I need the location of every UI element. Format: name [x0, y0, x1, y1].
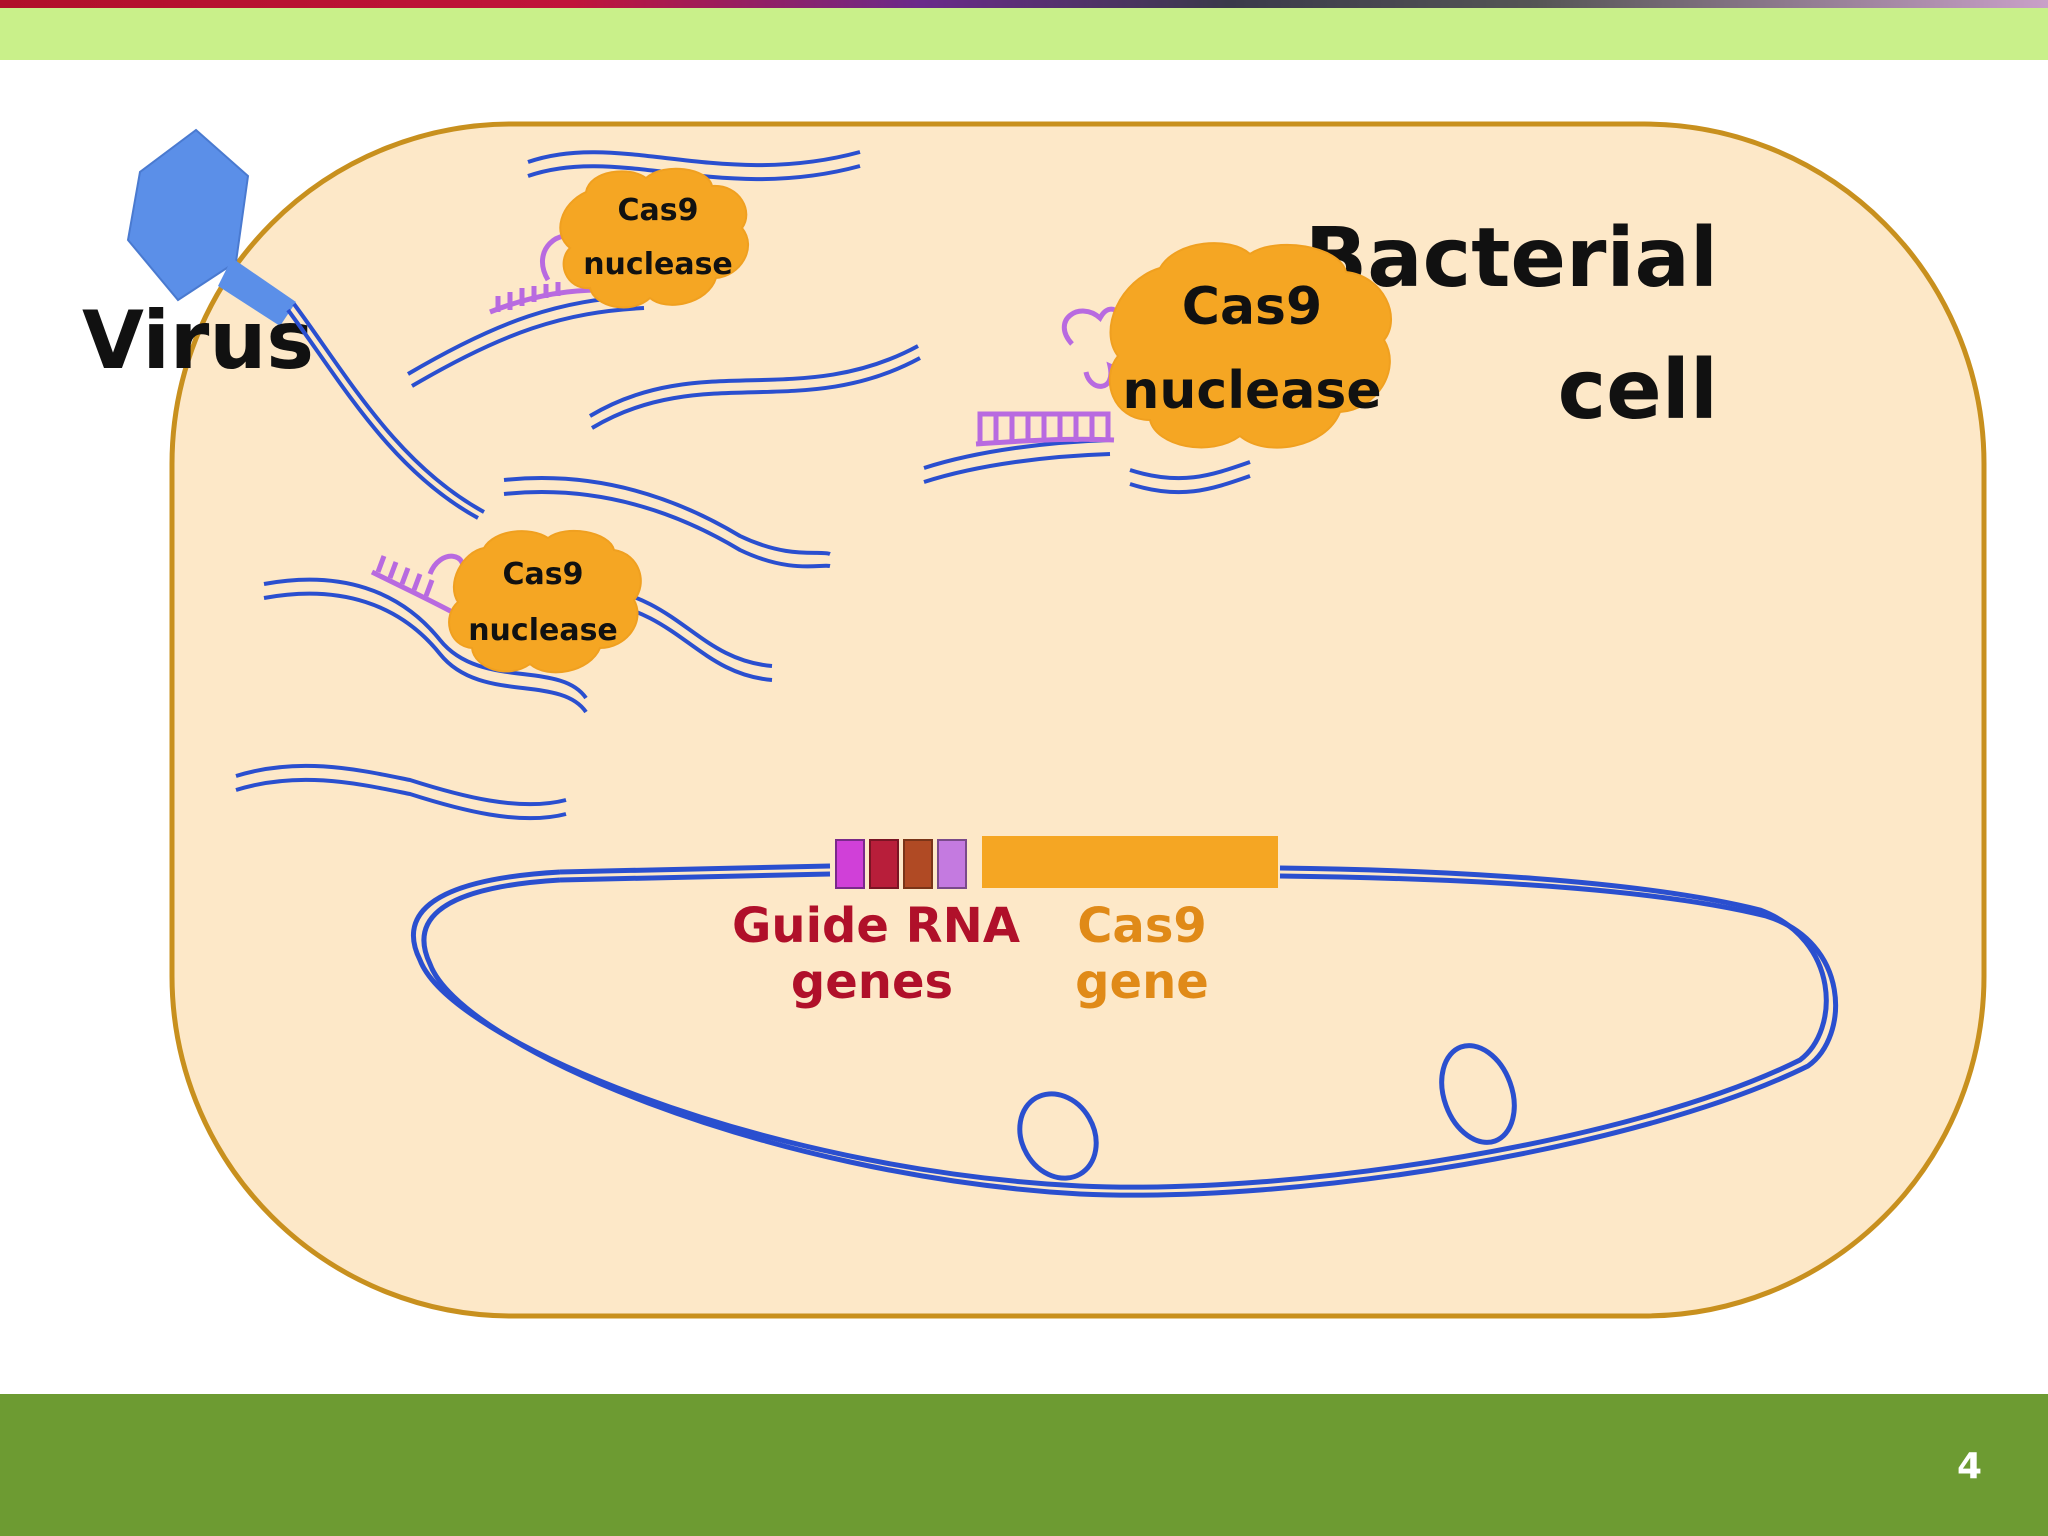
- bacterial-cell-body: [169, 121, 1987, 1319]
- cas9-large-line2: nuclease: [1122, 361, 1381, 421]
- bacterial-chromosome: [410, 863, 1838, 1198]
- virus-capsid-icon: [126, 128, 250, 302]
- guide-rna-label-line2: genes: [791, 954, 953, 1010]
- dna-fragment-7: [235, 763, 567, 821]
- cas9-mid-line1: Cas9: [503, 557, 584, 592]
- top-accent-stripe: [0, 0, 2048, 8]
- dna-fragment-9: [1129, 460, 1251, 495]
- cas9-top-line2: nuclease: [583, 247, 733, 282]
- guide-gene-block-4: [937, 839, 967, 889]
- cas9-gene-label-line2: gene: [1075, 954, 1209, 1010]
- supercoil-loop-right: [1439, 1043, 1517, 1145]
- cell-label-line2: cell: [1558, 343, 1718, 438]
- cas9-gene-label-line1: Cas9: [1077, 898, 1207, 954]
- dna-fragment-5: [263, 577, 588, 714]
- dna-fragment-4: [503, 476, 831, 569]
- cas9-gene-block: [982, 836, 1278, 888]
- cas9-nuclease-large: Cas9 nuclease: [1108, 242, 1393, 449]
- cas9-nuclease-small-mid: Cas9 nuclease: [448, 529, 642, 674]
- viral-dna-injected: [286, 302, 485, 520]
- supercoil-loop-left: [1017, 1091, 1099, 1181]
- virus-label: Virus: [82, 294, 314, 387]
- cas9-mid-line2: nuclease: [468, 613, 618, 648]
- footer-band: [0, 1394, 2048, 1536]
- guide-rna-gene-blocks: [835, 839, 967, 889]
- guide-gene-block-1: [835, 839, 865, 889]
- virus-tail-icon: [218, 258, 296, 326]
- cas9-nuclease-small-top: Cas9 nuclease: [559, 167, 749, 309]
- top-header-band: [0, 8, 2048, 60]
- cas9-large-line1: Cas9: [1182, 277, 1322, 337]
- virus: [126, 128, 296, 326]
- cas9-top-line1: Cas9: [618, 193, 699, 228]
- guide-rna-label-line1: Guide RNA: [732, 898, 1020, 954]
- dna-fragment-3: [588, 344, 921, 430]
- page-number: 4: [1956, 1446, 1982, 1487]
- guide-gene-block-2: [869, 839, 899, 889]
- guide-gene-block-3: [903, 839, 933, 889]
